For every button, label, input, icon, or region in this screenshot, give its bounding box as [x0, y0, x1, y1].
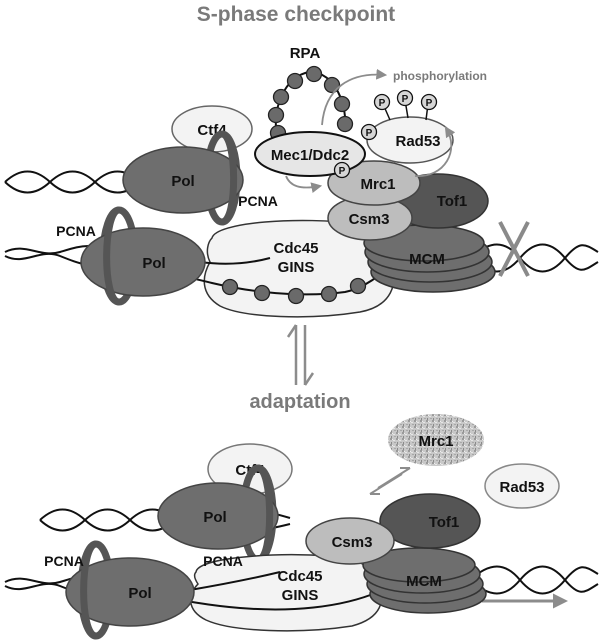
rpa-bead: [272, 88, 290, 106]
pol-upper-protein: [122, 146, 244, 214]
gins-label: GINS: [278, 259, 315, 276]
phospho-group-3: P: [420, 93, 438, 111]
phospho-p-circle: [396, 89, 414, 107]
rpa-bead: [305, 65, 323, 83]
cdc45-rpa-beads: [221, 277, 367, 305]
phospho-p-circle: [333, 161, 351, 179]
top-panel: RPA phosphorylation Ctf4 Pol PCNA Cdc45 …: [4, 45, 599, 318]
gins-label-bottom: GINS: [282, 587, 319, 604]
pol-lower-protein: [80, 227, 206, 297]
phospho-rad53-group: P: [360, 123, 378, 141]
mcm-label-bottom: MCM: [406, 573, 442, 590]
rpa-bead: [253, 284, 271, 302]
phospho-p-circle: [360, 123, 378, 141]
diagram-title: S-phase checkpoint: [197, 3, 395, 26]
mcm-label: MCM: [409, 251, 445, 268]
csm3-protein-bottom: [305, 517, 395, 565]
rpa-bead: [333, 95, 351, 113]
phospho-p-circle: [420, 93, 438, 111]
csm3-label: Csm3: [349, 211, 390, 228]
bottom-right-dna-strand-a: [469, 565, 599, 595]
equilibrium-arrows: [286, 324, 315, 386]
cdc45-gins-complex-bottom: [190, 554, 383, 632]
rad53-label: Rad53: [395, 133, 440, 150]
mcm-complex-bottom: [362, 547, 487, 614]
mec1-to-mrc1-arrow: [285, 175, 323, 193]
rad53-free-label: Rad53: [499, 479, 544, 496]
phosphorylation-label: phosphorylation: [393, 69, 487, 83]
tof1-protein-bottom: [379, 493, 481, 549]
pcna-left-ring-front: [80, 540, 98, 640]
rpa-bead: [287, 287, 305, 305]
csm3-label-bottom: Csm3: [332, 534, 373, 551]
phospho-p-label: P: [339, 166, 346, 177]
phosphorylation-arrow: [321, 68, 388, 126]
pol-lower-label-bottom: Pol: [128, 585, 151, 602]
fork-stall-cross: [498, 221, 530, 277]
phospho-group-2: P: [396, 89, 414, 107]
bottom-panel: Mrc1 Rad53 Ctf4 Pol Cdc45 GINS Pol PC: [4, 414, 599, 640]
phospho-group-1: P: [373, 93, 391, 111]
cdc45-label: Cdc45: [273, 240, 318, 257]
cdc45-label-bottom: Cdc45: [277, 568, 322, 585]
top-right-dna-strand-a: [469, 243, 599, 273]
mrc1-to-rad53-arrow: [414, 126, 456, 177]
mec1-ddc2-label: Mec1/Ddc2: [271, 147, 349, 164]
phospho-p-circle: [373, 93, 391, 111]
rpa-bead: [286, 72, 304, 90]
tof1-label-bottom: Tof1: [429, 514, 460, 531]
rpa-label: RPA: [290, 45, 321, 62]
rpa-bead: [267, 106, 285, 124]
pcna-mid-label-bottom: PCNA: [203, 553, 243, 569]
pol-lower-protein-bottom: [65, 557, 195, 627]
phospho-p-label: P: [366, 128, 373, 139]
mrc1-protein: [327, 160, 421, 206]
bottom-right-dna-strand-b: [469, 565, 599, 595]
pol-upper-label: Pol: [171, 173, 194, 190]
phospho-p-label: P: [379, 98, 386, 109]
rpa-beads: [267, 65, 354, 142]
mrc1-label: Mrc1: [360, 176, 395, 193]
pol-upper-protein-bottom: [157, 482, 279, 550]
mrc1-released-label: Mrc1: [418, 433, 453, 450]
pcna-upper-label: PCNA: [238, 193, 278, 209]
rpa-bead: [349, 277, 367, 295]
rpa-bead: [336, 115, 354, 133]
mrc1-exchange-arrows: [369, 467, 411, 495]
rad53-free-protein: [484, 463, 560, 509]
rpa-bead: [323, 76, 341, 94]
pol-lower-label: Pol: [142, 255, 165, 272]
phospho-mrc1-group: P: [333, 161, 351, 179]
pol-upper-label-bottom: Pol: [203, 509, 226, 526]
rpa-bead: [320, 285, 338, 303]
top-ssdna-upper-through-cdc45: [199, 257, 271, 265]
rad53-protein: [366, 116, 454, 164]
phospho-p-label: P: [426, 98, 433, 109]
pcna-left-label-bottom: PCNA: [44, 553, 84, 569]
phospho-p-label: P: [402, 94, 409, 105]
pcna-lower-label: PCNA: [56, 223, 96, 239]
pcna-upper-ring-front: [220, 130, 238, 226]
bottom-ssdna-upper-through-cdc45: [189, 571, 281, 591]
adaptation-label: adaptation: [249, 391, 350, 413]
rpa-bead: [221, 278, 239, 296]
mrc1-released-protein: [388, 414, 484, 466]
tof1-label: Tof1: [437, 193, 468, 210]
pcna-lower-ring-front: [103, 206, 121, 306]
